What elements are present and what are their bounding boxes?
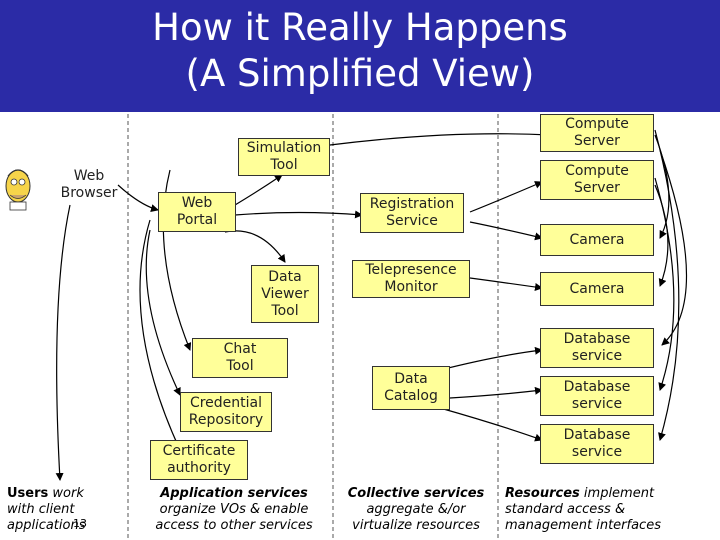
node-certificate-authority: Certificate authority xyxy=(150,440,248,480)
node-credential-repository: Credential Repository xyxy=(180,392,272,432)
slide-title-line-2: (A Simplified View) xyxy=(185,52,535,95)
caption-collective-bold: Collective services xyxy=(347,486,485,501)
arrow-browser-to-users xyxy=(55,204,71,481)
cartoon-user-icon xyxy=(5,169,31,211)
node-simulation-tool: Simulation Tool xyxy=(238,138,330,176)
node-compute-server-2: Compute Server xyxy=(540,160,654,200)
caption-application-line3: access to other services xyxy=(155,518,313,533)
caption-resources-rest: implement xyxy=(579,486,655,501)
caption-users-rest: work xyxy=(48,486,84,501)
caption-resources-line3: management interfaces xyxy=(505,518,661,533)
caption-resources-line2: standard access & xyxy=(505,502,626,517)
node-camera-2: Camera xyxy=(540,272,654,306)
connector-arrows xyxy=(55,129,688,481)
node-data-viewer-tool: Data Viewer Tool xyxy=(251,265,319,323)
node-camera-1: Camera xyxy=(540,224,654,256)
slide-title-line-1: How it Really Happens xyxy=(152,6,568,49)
caption-collective-line2: aggregate &/or xyxy=(366,502,466,517)
arrow-portal-to-certificate xyxy=(139,219,181,451)
node-web-portal: Web Portal xyxy=(158,192,236,232)
arrow-compute-1-to-database-3 xyxy=(654,129,680,441)
arrow-registration-to-camera-1 xyxy=(469,221,543,241)
arrow-catalog-to-database-3 xyxy=(439,407,543,442)
caption-users: Users work with client applications xyxy=(7,486,85,534)
arrow-registration-to-compute-2 xyxy=(469,181,543,213)
node-database-service-2: Database service xyxy=(540,376,654,416)
page-number: 13 xyxy=(73,517,87,530)
caption-collective-services: Collective services aggregate &/or virtu… xyxy=(340,486,492,534)
caption-resources-bold: Resources xyxy=(505,486,580,501)
arrow-portal-to-simulation xyxy=(234,174,283,206)
arrow-catalog-to-database-1 xyxy=(439,346,543,371)
node-chat-tool: Chat Tool xyxy=(192,338,288,378)
column-separators xyxy=(127,114,499,540)
node-compute-server-1: Compute Server xyxy=(540,114,654,152)
arrow-portal-to-viewer xyxy=(224,230,286,263)
caption-application-services: Application services organize VOs & enab… xyxy=(146,486,322,534)
arrow-simulation-to-compute-1 xyxy=(329,130,551,146)
node-database-service-3: Database service xyxy=(540,424,654,464)
caption-resources: Resources implement standard access & ma… xyxy=(505,486,661,534)
node-registration-service: Registration Service xyxy=(360,193,464,233)
arrow-compute-2-to-database-2 xyxy=(654,177,675,391)
arrow-browser-to-portal xyxy=(117,184,159,212)
arrow-portal-to-credential xyxy=(145,229,181,396)
caption-application-line2: organize VOs & enable xyxy=(159,502,309,517)
arrow-telepresence-to-camera-2 xyxy=(469,277,543,291)
caption-users-bold: Users xyxy=(7,486,49,501)
arrow-compute-2-to-camera-2 xyxy=(654,184,669,287)
arrow-compute-1-to-camera-1 xyxy=(654,134,670,239)
caption-users-line3: applications xyxy=(7,518,86,533)
arrow-compute-1-to-database-1 xyxy=(659,149,688,346)
title-banner xyxy=(0,0,720,112)
caption-application-bold: Application services xyxy=(160,486,308,501)
node-web-browser: Web Browser xyxy=(60,168,118,201)
node-data-catalog: Data Catalog xyxy=(372,366,450,410)
caption-collective-line3: virtualize resources xyxy=(352,518,480,533)
caption-users-line2: with client xyxy=(7,502,75,517)
node-telepresence-monitor: Telepresence Monitor xyxy=(352,260,470,298)
node-database-service-1: Database service xyxy=(540,328,654,368)
arrow-catalog-to-database-2 xyxy=(449,386,543,399)
arrow-browser-to-chat xyxy=(162,169,192,351)
arrow-portal-to-registration xyxy=(234,210,363,219)
